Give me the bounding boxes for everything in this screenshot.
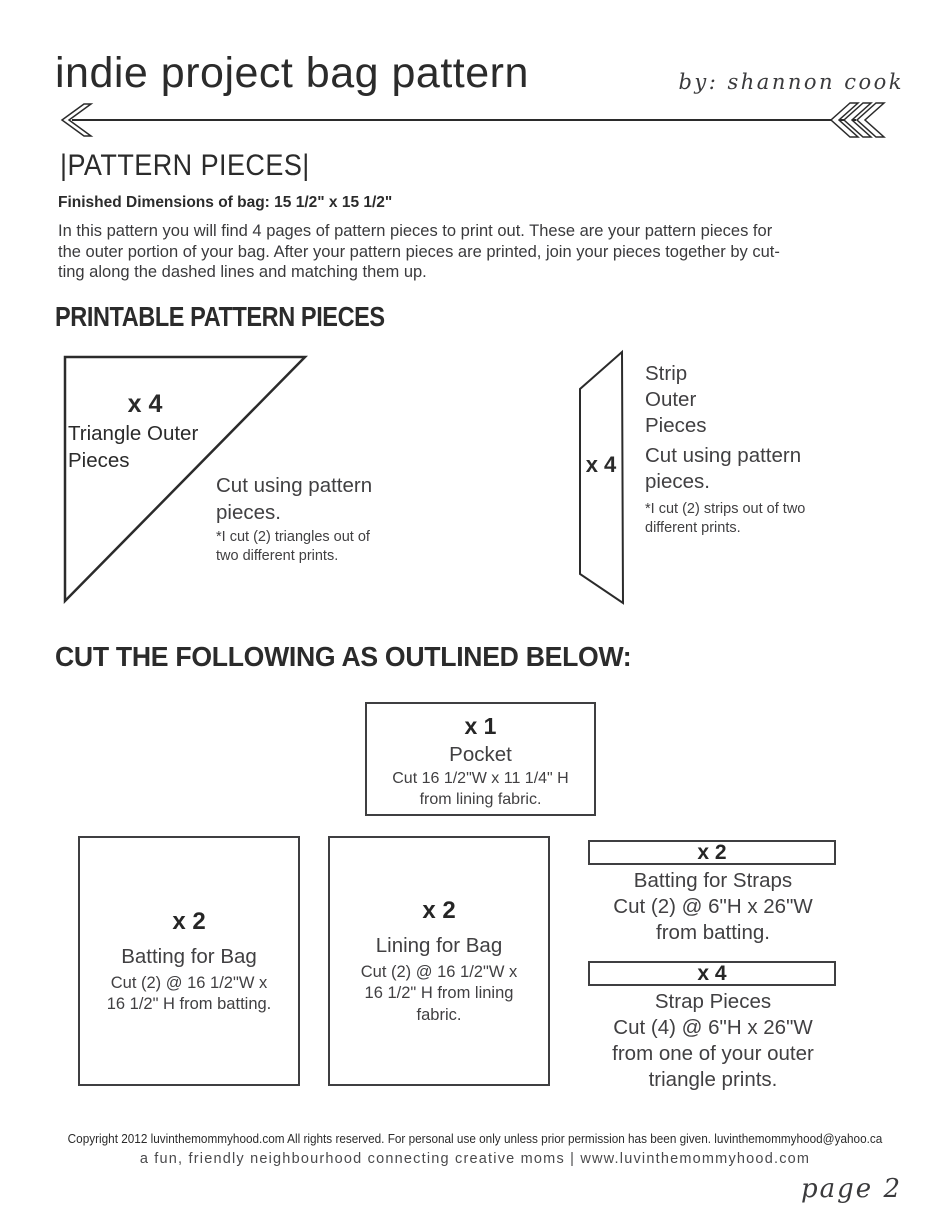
pattern-pieces-heading: |PATTERN PIECES| <box>60 149 310 182</box>
strap-pieces-box: x 4 <box>588 961 836 986</box>
page-number: page 2 <box>801 1174 902 1204</box>
lining-bag-details: Cut (2) @ 16 1/2"W x 16 1/2" H from lini… <box>360 962 518 1024</box>
batting-straps-count: x 2 <box>697 841 727 864</box>
pocket-count: x 1 <box>464 713 497 739</box>
triangle-label: Triangle Outer Pieces <box>68 422 199 472</box>
pocket-details: Cut 16 1/2"W x 11 1/4" H from lining fab… <box>392 770 569 808</box>
fletching-icon <box>842 102 873 138</box>
batting-for-bag-box: x 2 Batting for Bag Cut (2) @ 16 1/2"W x… <box>78 836 300 1086</box>
fletching-icon <box>855 102 886 138</box>
strip-pattern-shape <box>579 349 625 605</box>
intro-paragraph: In this pattern you will find 4 pages of… <box>58 221 780 283</box>
lining-bag-name: Lining for Bag <box>375 933 503 957</box>
triangle-instruction: Cut using pattern pieces. <box>216 474 373 524</box>
strip-label: Strip Outer Pieces <box>645 362 707 437</box>
triangle-note: *I cut (2) triangles out of two differen… <box>216 529 370 564</box>
batting-bag-count: x 2 <box>172 907 206 935</box>
intro-line: In this pattern you will find 4 pages of… <box>58 222 773 240</box>
printable-heading: PRINTABLE PATTERN PIECES <box>55 301 385 332</box>
strip-note: *I cut (2) strips out of two different p… <box>645 501 806 536</box>
strip-count: x 4 <box>585 452 617 477</box>
copyright-text: Copyright 2012 luvinthemommyhood.com All… <box>67 1132 883 1146</box>
lining-bag-count: x 2 <box>422 896 456 924</box>
intro-line: the outer portion of your bag. After you… <box>58 242 780 261</box>
cutting-heading: CUT THE FOLLOWING AS OUTLINED BELOW: <box>55 641 632 672</box>
batting-bag-details: Cut (2) @ 16 1/2"W x 16 1/2" H from batt… <box>106 973 272 1014</box>
author-byline: by: shannon cook <box>678 70 904 94</box>
batting-bag-name: Batting for Bag <box>121 944 257 968</box>
arrowhead-icon <box>60 103 94 137</box>
intro-line: ting along the dashed lines and matching… <box>58 263 427 281</box>
arrow-divider-icon <box>60 102 886 138</box>
pocket-box: x 1 Pocket Cut 16 1/2"W x 11 1/4" H from… <box>365 702 596 816</box>
strap-pieces-details: Strap Pieces Cut (4) @ 6"H x 26"W from o… <box>612 990 814 1091</box>
strap-pieces-count: x 4 <box>697 962 727 985</box>
batting-straps-box: x 2 <box>588 840 836 865</box>
batting-straps-details: Batting for Straps Cut (2) @ 6"H x 26"W … <box>613 869 813 944</box>
strip-instruction: Cut using pattern pieces. <box>645 444 802 493</box>
lining-for-bag-box: x 2 Lining for Bag Cut (2) @ 16 1/2"W x … <box>328 836 550 1086</box>
footer-tagline: a fun, friendly neighbourhood connecting… <box>139 1151 811 1167</box>
finished-dimensions: Finished Dimensions of bag: 15 1/2" x 15… <box>58 194 393 211</box>
fletching-icon <box>829 102 860 138</box>
triangle-count: x 4 <box>127 390 163 418</box>
page-title: indie project bag pattern <box>55 49 529 97</box>
triangle-pattern-shape <box>63 355 308 605</box>
pocket-name: Pocket <box>449 743 512 766</box>
